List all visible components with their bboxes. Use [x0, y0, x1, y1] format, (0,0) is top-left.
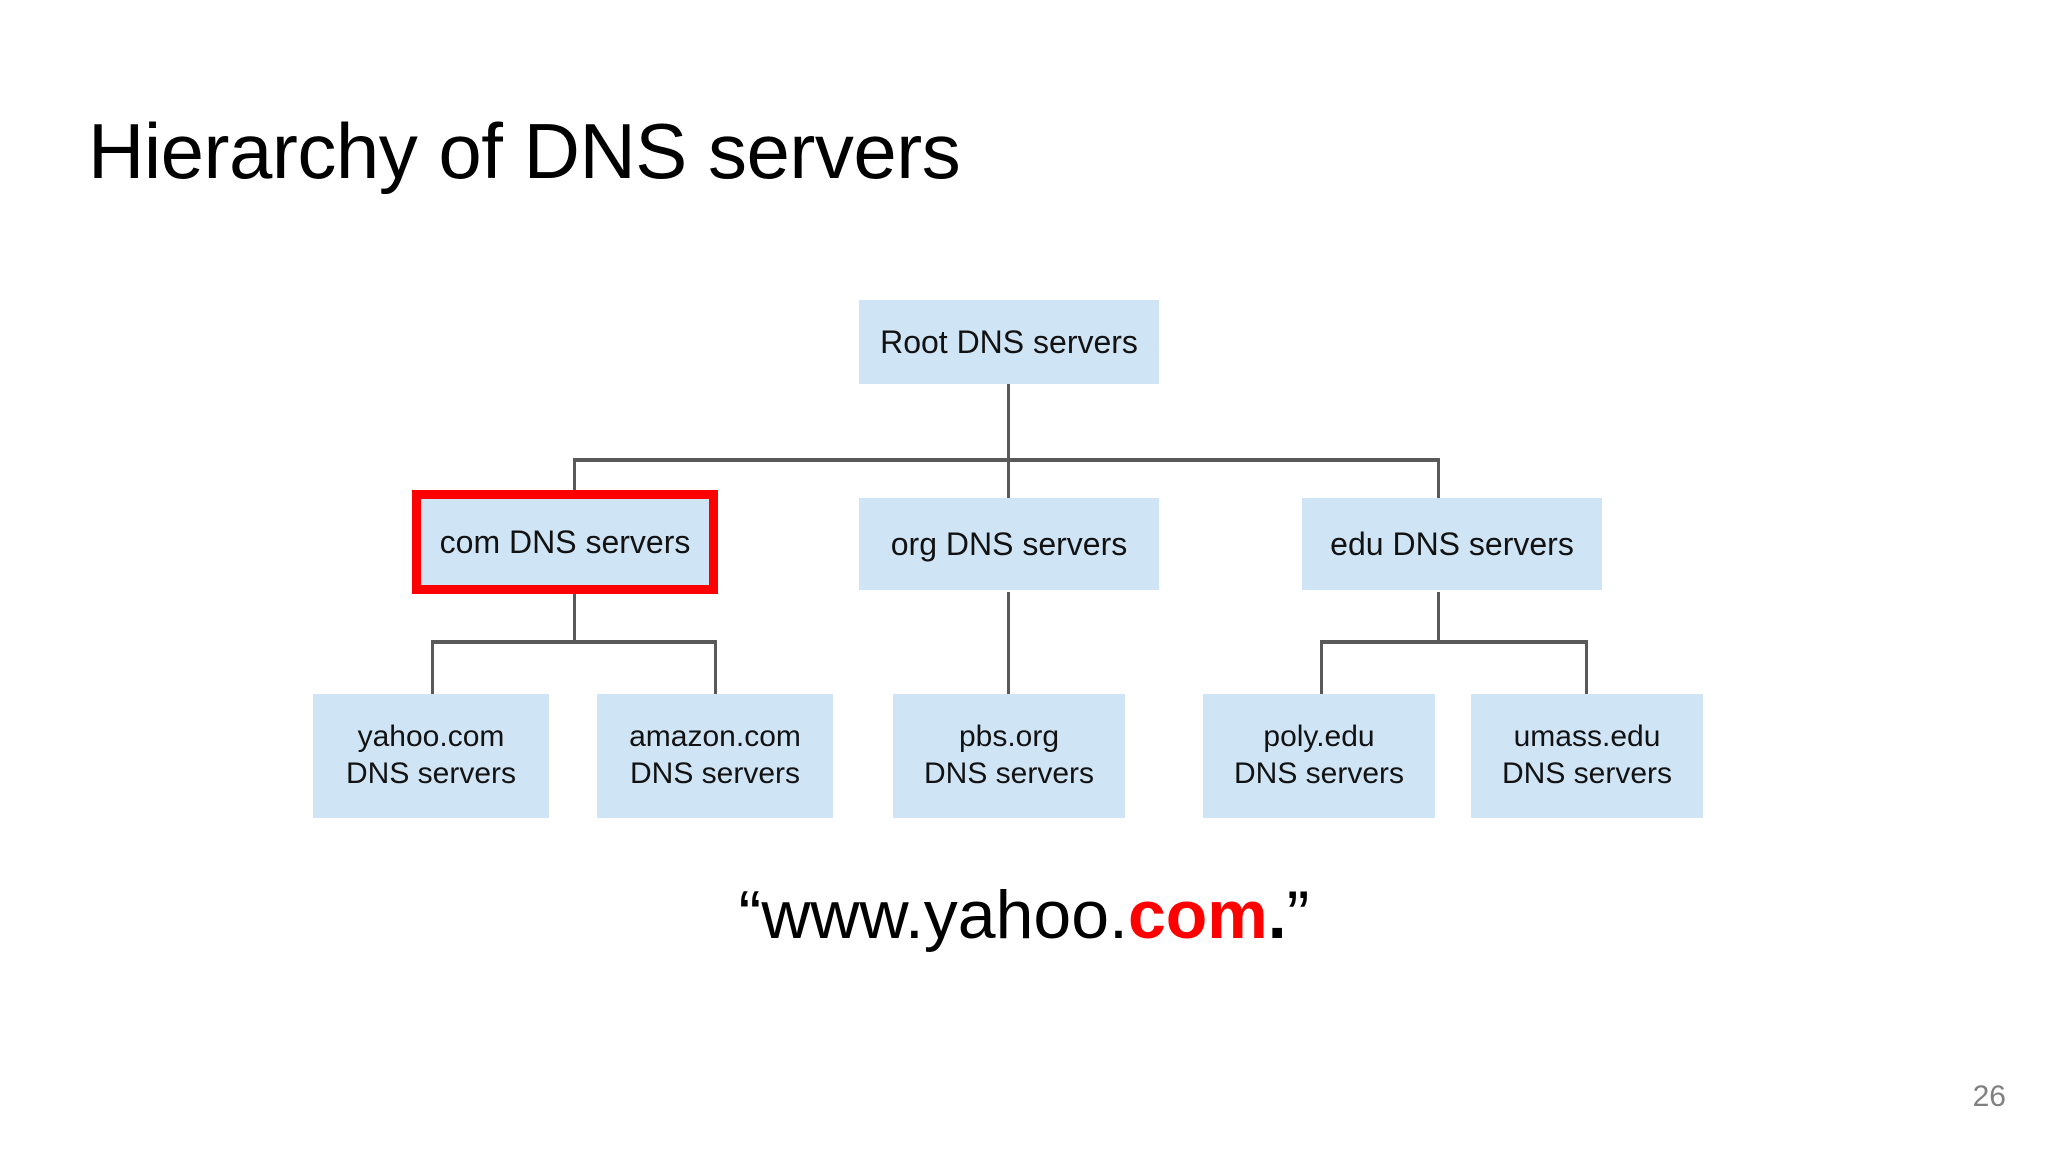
node-label: edu DNS servers — [1330, 525, 1574, 562]
connector-com-stem — [573, 592, 576, 642]
caption-prefix: www.yahoo. — [761, 877, 1128, 953]
node-label-line2: DNS servers — [1233, 757, 1405, 790]
node-label-line1: yahoo.com — [357, 720, 505, 754]
node-pbs-org-dns-servers[interactable]: pbs.org DNS servers — [893, 694, 1125, 818]
node-label-line2: DNS servers — [629, 757, 801, 790]
connector-drop-amazon — [714, 640, 717, 695]
connector-com-bar — [431, 640, 717, 644]
node-label: org DNS servers — [890, 525, 1128, 562]
node-label: com DNS servers — [439, 523, 691, 560]
example-domain-caption: “www.yahoo.com.” — [0, 876, 2048, 954]
node-label-line2: DNS servers — [345, 757, 517, 790]
caption-close-quote: ” — [1286, 877, 1310, 953]
node-label-line2: DNS servers — [1501, 757, 1673, 790]
connector-level2-bar — [573, 458, 1440, 462]
connector-edu-stem — [1437, 592, 1440, 642]
node-edu-dns-servers[interactable]: edu DNS servers — [1302, 498, 1602, 590]
node-org-dns-servers[interactable]: org DNS servers — [859, 498, 1159, 590]
connector-edu-bar — [1320, 640, 1588, 644]
connector-drop-org — [1007, 458, 1010, 498]
caption-highlight-com: com — [1127, 877, 1268, 953]
node-label-line1: poly.edu — [1263, 720, 1375, 754]
node-label: Root DNS servers — [880, 323, 1138, 360]
node-poly-edu-dns-servers[interactable]: poly.edu DNS servers — [1203, 694, 1435, 818]
connector-drop-edu — [1437, 458, 1440, 498]
caption-open-quote: “ — [738, 877, 762, 953]
page-number: 26 — [1972, 1080, 2006, 1113]
node-label-line1: umass.edu — [1513, 720, 1661, 754]
node-amazon-com-dns-servers[interactable]: amazon.com DNS servers — [597, 694, 833, 818]
connector-org-stem — [1007, 592, 1010, 695]
node-label-line2: DNS servers — [923, 757, 1095, 790]
node-com-dns-servers[interactable]: com DNS servers — [412, 490, 718, 594]
node-label-line1: pbs.org — [958, 720, 1060, 754]
page-title: Hierarchy of DNS servers — [88, 107, 961, 195]
connector-root-stem — [1007, 382, 1010, 460]
connector-drop-yahoo — [431, 640, 434, 695]
connector-drop-umass — [1585, 640, 1588, 695]
node-root-dns-servers[interactable]: Root DNS servers — [859, 300, 1159, 384]
node-yahoo-com-dns-servers[interactable]: yahoo.com DNS servers — [313, 694, 549, 818]
connector-drop-poly — [1320, 640, 1323, 695]
caption-trailing-dot: . — [1267, 877, 1287, 953]
node-label-line1: amazon.com — [629, 720, 801, 754]
node-umass-edu-dns-servers[interactable]: umass.edu DNS servers — [1471, 694, 1703, 818]
